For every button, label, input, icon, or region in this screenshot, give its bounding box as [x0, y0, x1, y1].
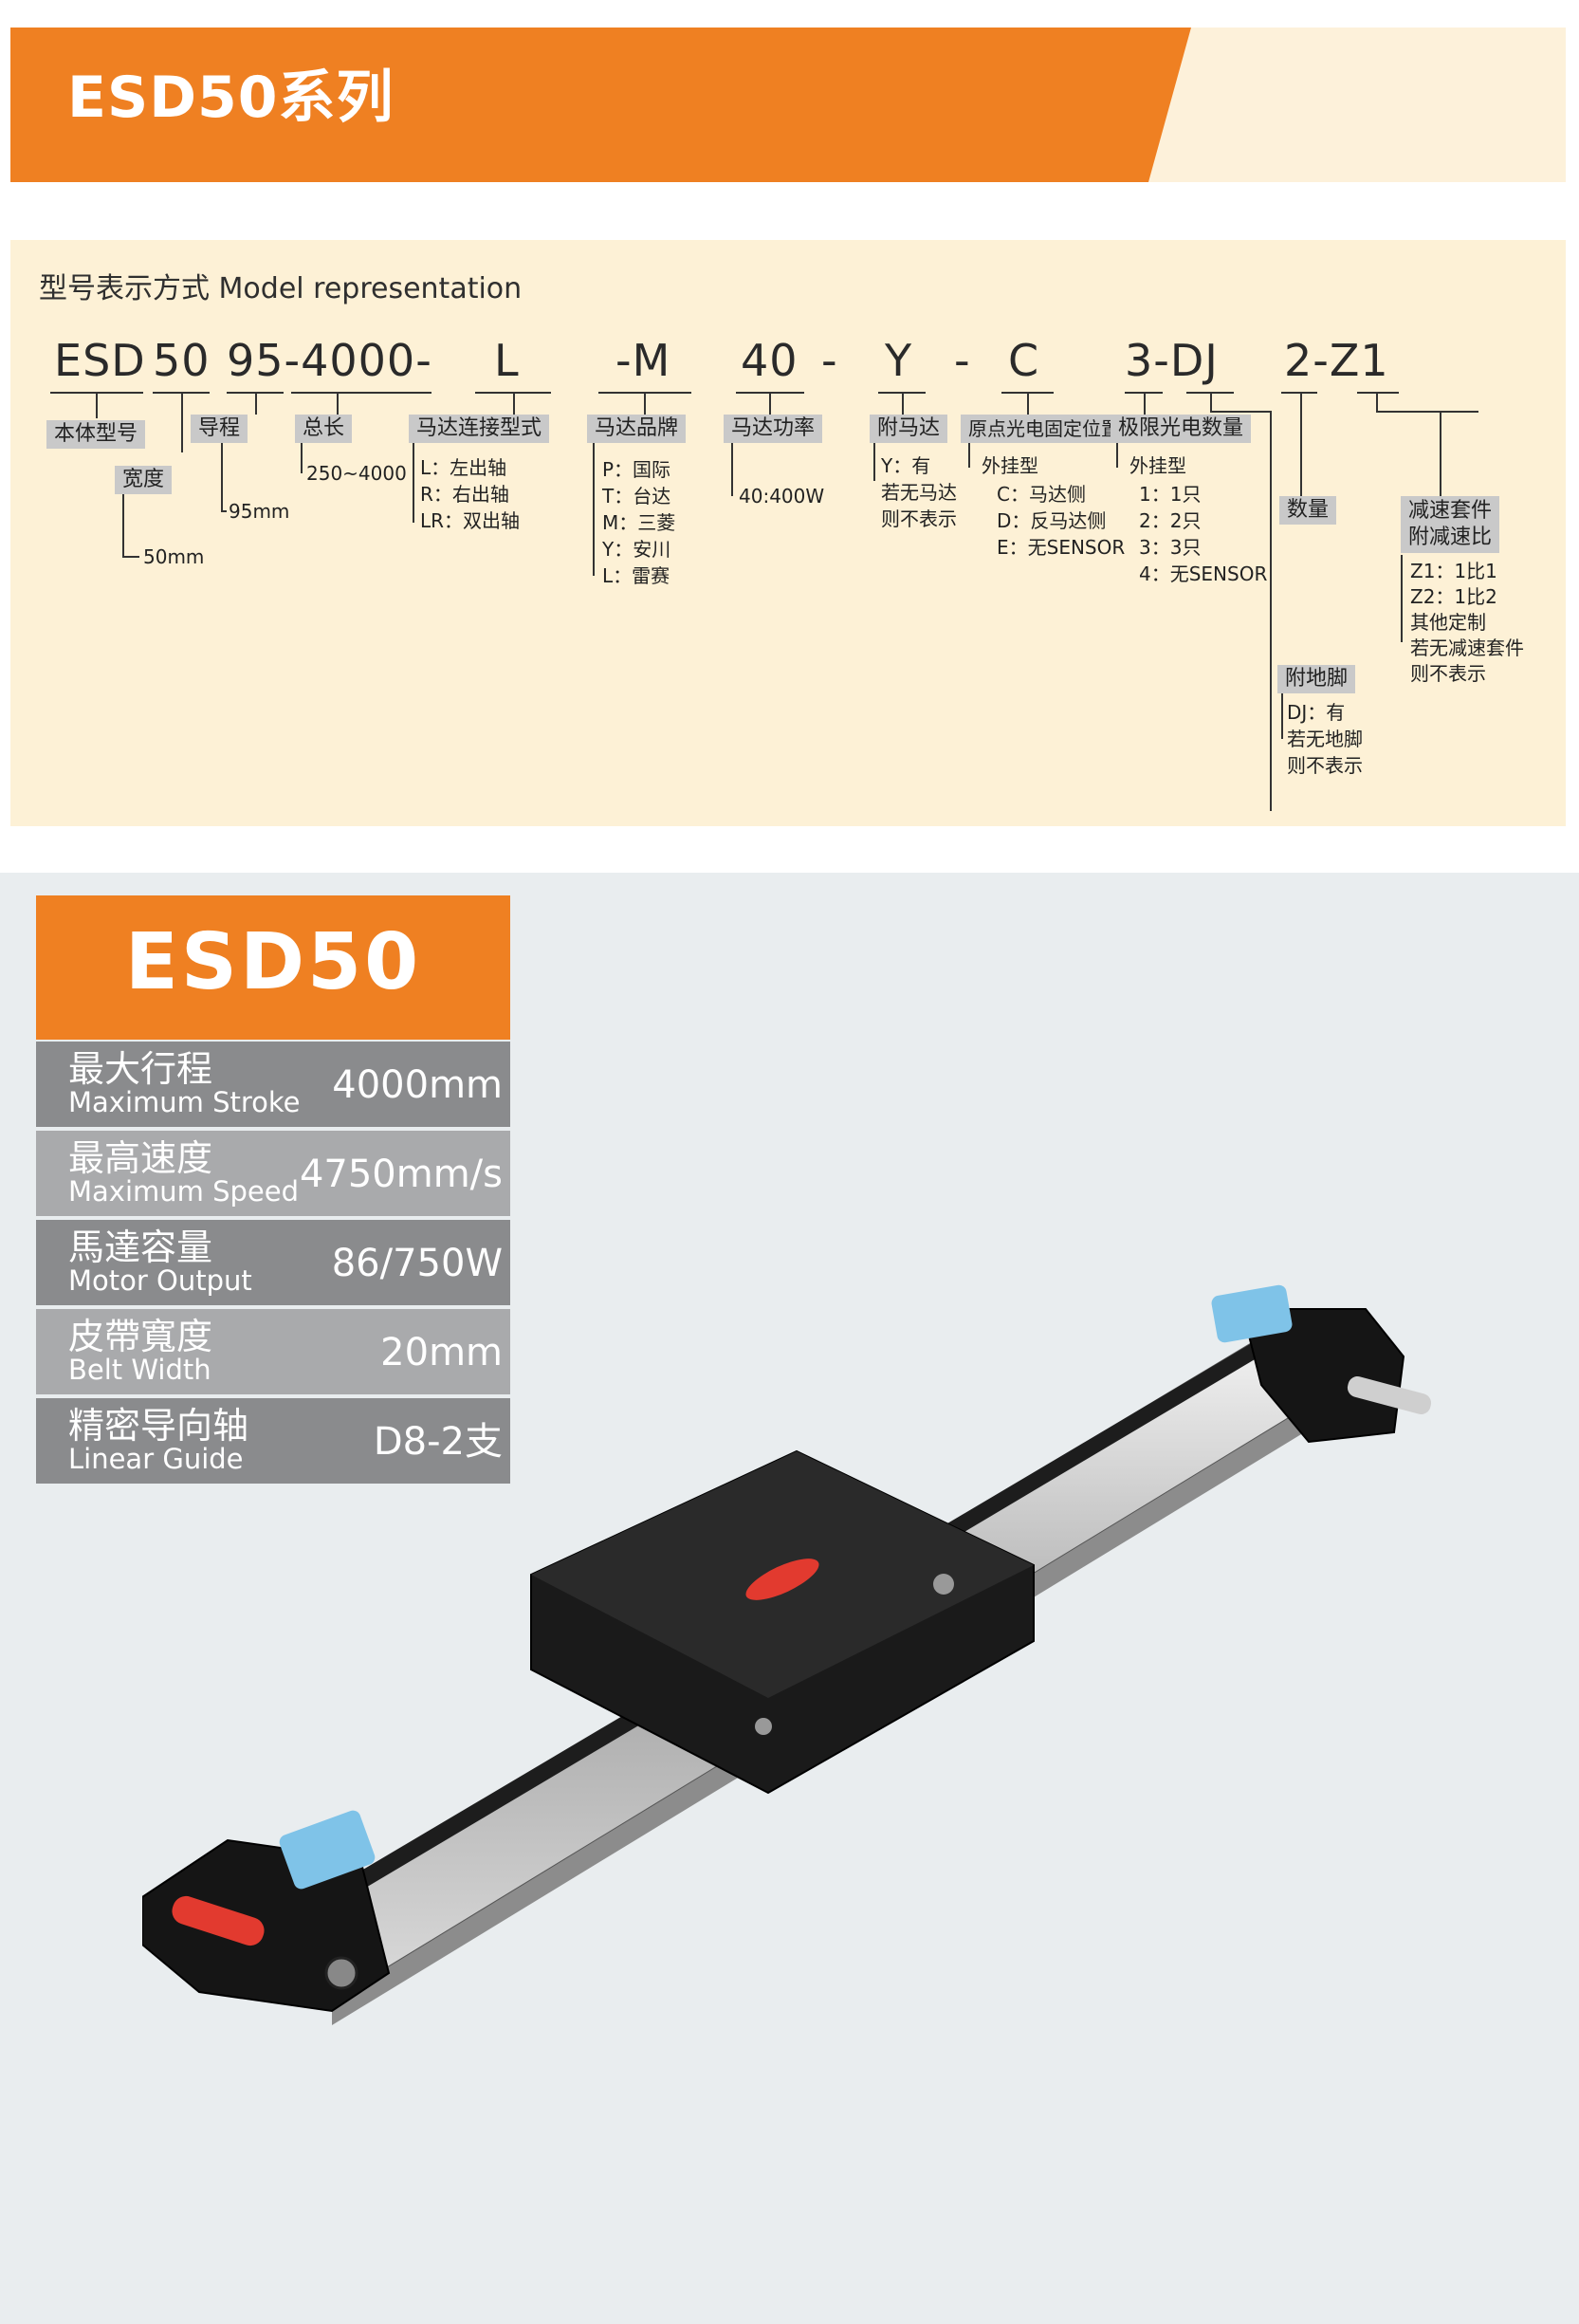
- spec-row-max-speed: 最高速度 Maximum Speed 4750mm/s: [36, 1131, 510, 1216]
- code-power: 40: [741, 335, 799, 386]
- spec-value: 4750mm/s: [299, 1153, 503, 1196]
- spec-value: 86/750W: [331, 1242, 503, 1285]
- label-reducer-kit: 减速套件 附减速比: [1401, 496, 1500, 553]
- spec-label-cn: 最高速度: [68, 1137, 213, 1179]
- code-brand: -M: [615, 335, 671, 386]
- label-limit-sensor-qty: 极限光电数量: [1111, 415, 1252, 443]
- label-with-motor: 附马达: [870, 415, 948, 443]
- label-total-length: 总长: [295, 415, 353, 443]
- foot-options: DJ：有 若无地脚 则不表示: [1287, 701, 1363, 777]
- series-title: ESD50系列: [67, 65, 395, 131]
- spec-value: 20mm: [380, 1331, 503, 1374]
- code-limit-foot: 3-DJ: [1125, 335, 1219, 386]
- spec-label-en: Maximum Speed: [68, 1175, 300, 1208]
- header-orange-band: [10, 28, 1191, 182]
- code-width: 50: [153, 335, 211, 386]
- with-motor-options: Y：有 若无马达 则不表示: [881, 454, 957, 530]
- model-heading: 型号表示方式 Model representation: [39, 272, 523, 305]
- spec-label-cn: 精密导向轴: [68, 1405, 249, 1447]
- spec-label-cn: 最大行程: [68, 1048, 213, 1090]
- spec-card-header: ESD50: [36, 895, 510, 1040]
- origin-external-type: 外挂型: [982, 454, 1038, 477]
- spec-row-motor-output: 馬達容量 Motor Output 86/750W: [36, 1220, 510, 1305]
- total-length-range: 250~4000: [306, 462, 407, 485]
- label-quantity: 数量: [1279, 496, 1337, 525]
- label-foot: 附地脚: [1277, 665, 1356, 693]
- label-width: 宽度: [115, 466, 173, 494]
- code-qty-reducer: 2-Z1: [1284, 335, 1389, 386]
- spec-label-en: Belt Width: [68, 1354, 211, 1386]
- label-origin-sensor: 原点光电固定位置: [961, 415, 1128, 443]
- motor-shaft: [1347, 1375, 1432, 1415]
- code-origin: C: [1008, 335, 1040, 386]
- code-dash-1: -: [821, 335, 838, 386]
- limit-external-type: 外挂型: [1129, 454, 1186, 477]
- spec-label-cn: 皮帶寬度: [68, 1316, 213, 1357]
- blue-sensor-block: [1211, 1284, 1293, 1343]
- spec-label-cn: 馬達容量: [68, 1227, 213, 1268]
- model-representation-panel: 型号表示方式 Model representation ESD 50 95-40…: [10, 240, 1566, 826]
- red-indicator-front: [172, 1895, 265, 1946]
- label-body-model: 本体型号: [46, 420, 146, 449]
- label-lead: 导程: [191, 415, 248, 443]
- spec-label-en: Linear Guide: [68, 1443, 244, 1475]
- spec-row-linear-guide: 精密导向轴 Linear Guide D8-2支: [36, 1398, 510, 1484]
- motor-connection-options: L：左出轴 R：右出轴 LR：双出轴: [420, 456, 521, 532]
- linear-actuator-image: [142, 1284, 1432, 2025]
- spec-row-belt-width: 皮帶寬度 Belt Width 20mm: [36, 1309, 510, 1394]
- end-cap-motor-side: [1240, 1308, 1405, 1444]
- blue-sensor-block-front: [279, 1810, 376, 1890]
- series-header: ESD50系列: [10, 28, 1566, 182]
- lead-value: 95mm: [229, 500, 290, 523]
- label-motor-power: 马达功率: [724, 415, 823, 443]
- red-indicator: [745, 1559, 819, 1600]
- label-motor-brand: 马达品牌: [587, 415, 687, 443]
- spec-row-max-stroke: 最大行程 Maximum Stroke 4000mm: [36, 1042, 510, 1127]
- code-lead-total: 95-4000-: [227, 335, 432, 386]
- spec-value: D8-2支: [373, 1420, 503, 1464]
- code-dash-2: -: [954, 335, 971, 386]
- spec-value: 4000mm: [332, 1063, 503, 1107]
- code-conn: L: [494, 335, 520, 386]
- motor-brand-options: P：国际 T：台达 M：三菱 Y：安川 L：雷赛: [602, 458, 676, 587]
- code-motor: Y: [885, 335, 913, 386]
- limit-qty-options: 1：1只 2：2只 3：3只 4：无SENSOR: [1139, 483, 1268, 585]
- motor-power-value: 40:400W: [739, 485, 825, 507]
- label-motor-connection: 马达连接型式: [409, 415, 550, 443]
- width-value: 50mm: [143, 545, 205, 568]
- code-esd: ESD: [54, 335, 146, 386]
- spec-label-en: Motor Output: [68, 1264, 252, 1297]
- spec-label-en: Maximum Stroke: [68, 1086, 301, 1118]
- product-model-title: ESD50: [124, 917, 422, 1007]
- origin-position-options: C：马达侧 D：反马达侧 E：无SENSOR: [997, 483, 1126, 559]
- reducer-options: Z1：1比1 Z2：1比2 其他定制 若无减速套件 则不表示: [1410, 560, 1524, 685]
